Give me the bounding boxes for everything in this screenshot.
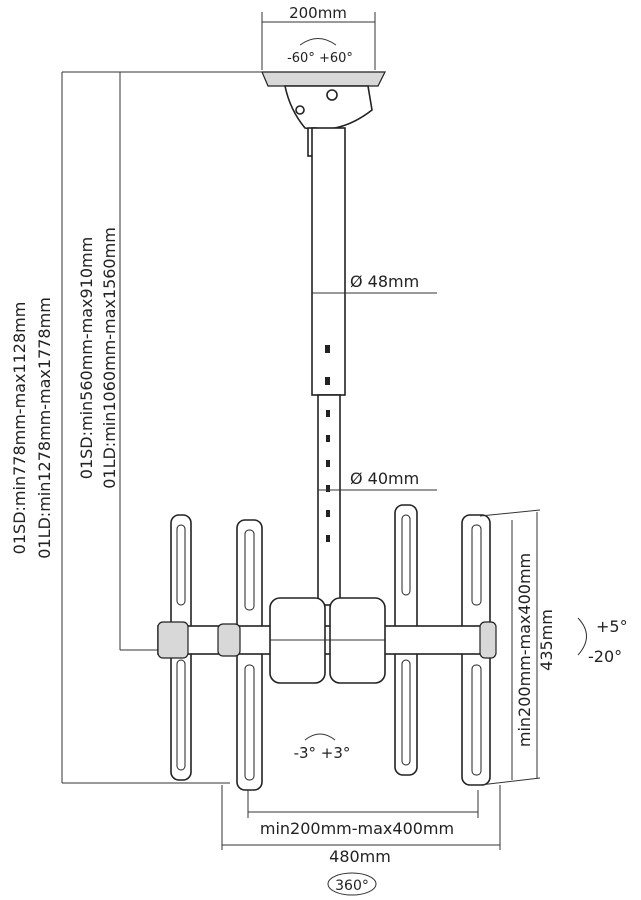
pole: Ø 48mm Ø 40mm <box>311 127 437 606</box>
pole-upper-diameter: Ø 48mm <box>350 272 419 291</box>
ceiling-plate <box>261 71 386 157</box>
top-width-label: 200mm <box>289 4 347 22</box>
top-width-dimension: 200mm -60° +60° <box>261 4 376 70</box>
pole-lower-diameter: Ø 40mm <box>350 469 419 488</box>
vesa-horizontal-label: min200mm-max400mm <box>260 819 454 838</box>
height-dimensions: 01SD:min778mm-max1128mm 01LD:min1278mm-m… <box>10 71 262 784</box>
crossbar <box>157 597 497 684</box>
total-width-label: 480mm <box>329 847 391 866</box>
rail-dimensions: min200mm-max400mm 435mm +5° -20° <box>479 509 628 786</box>
rail-height-label: 435mm <box>537 609 556 671</box>
swivel-label: -60° +60° <box>287 51 353 66</box>
roll-indicator: -3° +3° <box>294 733 351 762</box>
tilt-down-label: -20° <box>588 647 622 666</box>
roll-label: -3° +3° <box>294 744 351 762</box>
height-total-sd: 01SD:min778mm-max1128mm <box>10 302 29 555</box>
width-dimensions: min200mm-max400mm 480mm 360° <box>221 785 501 896</box>
vesa-vertical-label: min200mm-max400mm <box>515 553 534 747</box>
height-total-ld: 01LD:min1278mm-max1778mm <box>35 297 54 559</box>
height-pole-sd: 01SD:min560mm-max910mm <box>77 237 96 479</box>
height-pole-ld: 01LD:min1060mm-max1560mm <box>100 227 119 489</box>
tilt-up-label: +5° <box>596 617 628 636</box>
rotation-label: 360° <box>335 878 369 894</box>
